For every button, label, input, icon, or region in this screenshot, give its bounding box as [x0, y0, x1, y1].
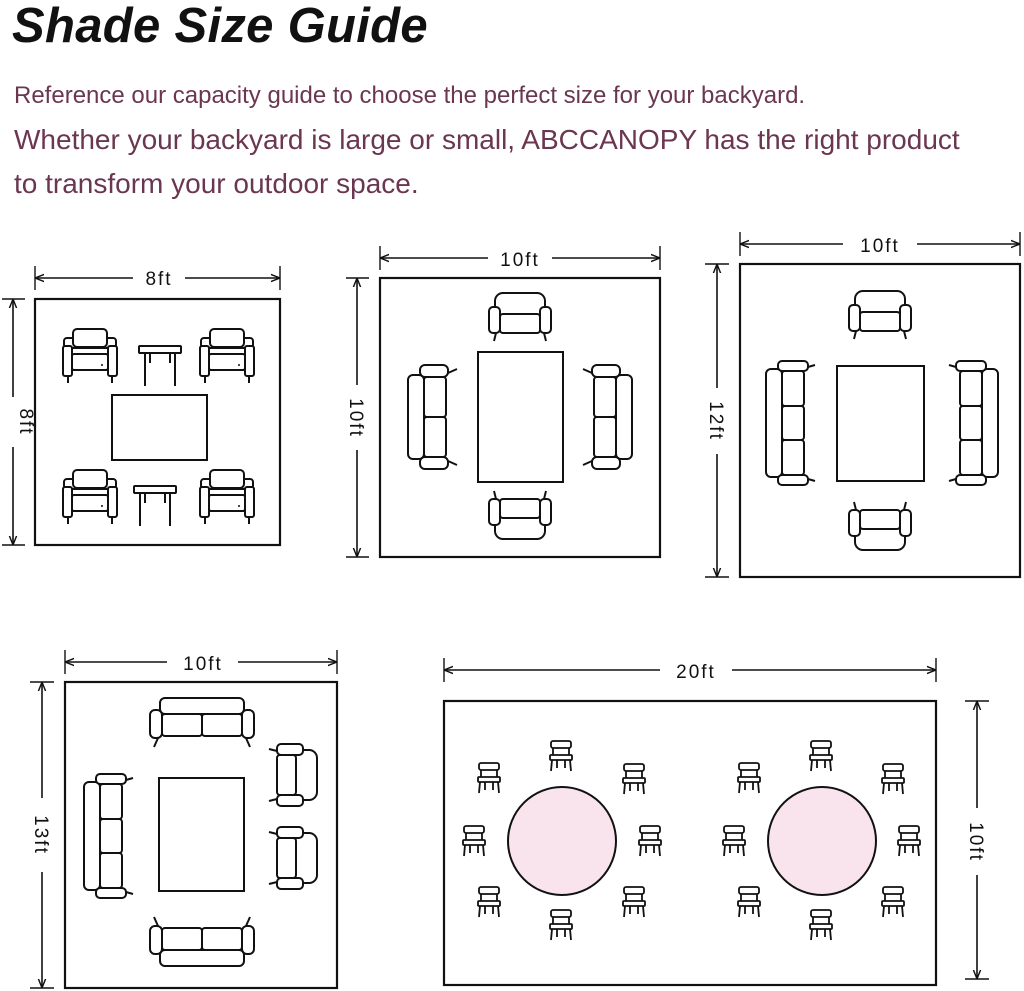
shade-outline — [378, 276, 662, 559]
dining-chair — [881, 763, 905, 795]
dining-chair — [638, 825, 662, 857]
width-label: 10ft — [500, 250, 540, 271]
coffee-table — [111, 394, 208, 461]
dining-chair — [809, 740, 833, 772]
dining-chair — [477, 886, 501, 918]
three-seat-sofa — [948, 360, 999, 486]
dining-chair — [722, 825, 746, 857]
shade-outline — [63, 680, 339, 990]
loveseat — [149, 916, 255, 967]
coffee-table — [477, 351, 564, 483]
layout-10x13: 10ft 13ft — [30, 650, 339, 990]
subtitle-reference: Reference our capacity guide to choose t… — [14, 82, 806, 109]
dining-chair — [897, 825, 921, 857]
dining-chair — [809, 909, 833, 941]
subtitle-description: Whether your backyard is large or small,… — [14, 124, 960, 199]
dining-chair — [622, 763, 646, 795]
armchair — [62, 328, 118, 384]
layout-8x8: 8ft 8ft — [2, 266, 282, 547]
depth-label: 8ft — [15, 408, 36, 435]
layout-20x10: 20ft 10ft — [442, 658, 989, 987]
side-table — [138, 345, 182, 387]
dining-chair — [737, 762, 761, 794]
armchair — [199, 469, 255, 525]
layout-10x12: 10ft 12ft — [705, 232, 1022, 579]
dining-chair — [549, 740, 573, 772]
dining-chair — [549, 909, 573, 941]
width-label: 10ft — [860, 236, 900, 257]
depth-label: 13ft — [30, 815, 51, 855]
armchair — [199, 328, 255, 384]
club-chair — [488, 490, 552, 540]
width-label: 10ft — [183, 654, 223, 675]
shade-outline — [442, 699, 938, 987]
loveseat — [407, 364, 458, 470]
side-table — [133, 485, 177, 527]
dining-chair — [477, 762, 501, 794]
width-label: 8ft — [145, 269, 172, 290]
coffee-table — [836, 365, 925, 482]
shade-outline — [33, 297, 282, 547]
club-chair — [488, 292, 552, 342]
three-seat-sofa — [765, 360, 816, 486]
layout-10x10: 10ft 10ft — [345, 246, 662, 559]
loveseat — [582, 364, 633, 470]
armchair — [62, 469, 118, 525]
dining-chair — [622, 886, 646, 918]
club-chair — [268, 826, 318, 890]
depth-label: 10ft — [965, 822, 986, 862]
depth-label: 12ft — [705, 401, 726, 441]
loveseat — [149, 697, 255, 748]
shade-outline — [738, 262, 1022, 579]
width-label: 20ft — [676, 662, 716, 683]
coffee-table — [158, 777, 245, 892]
depth-label: 10ft — [345, 398, 366, 438]
club-chair — [848, 501, 912, 551]
dining-chair — [462, 825, 486, 857]
round-table — [507, 786, 617, 896]
club-chair — [268, 743, 318, 807]
round-table — [767, 786, 877, 896]
page-title: Shade Size Guide — [12, 0, 428, 53]
dining-chair — [737, 886, 761, 918]
three-seat-sofa — [83, 773, 134, 899]
club-chair — [848, 290, 912, 340]
dining-chair — [881, 886, 905, 918]
